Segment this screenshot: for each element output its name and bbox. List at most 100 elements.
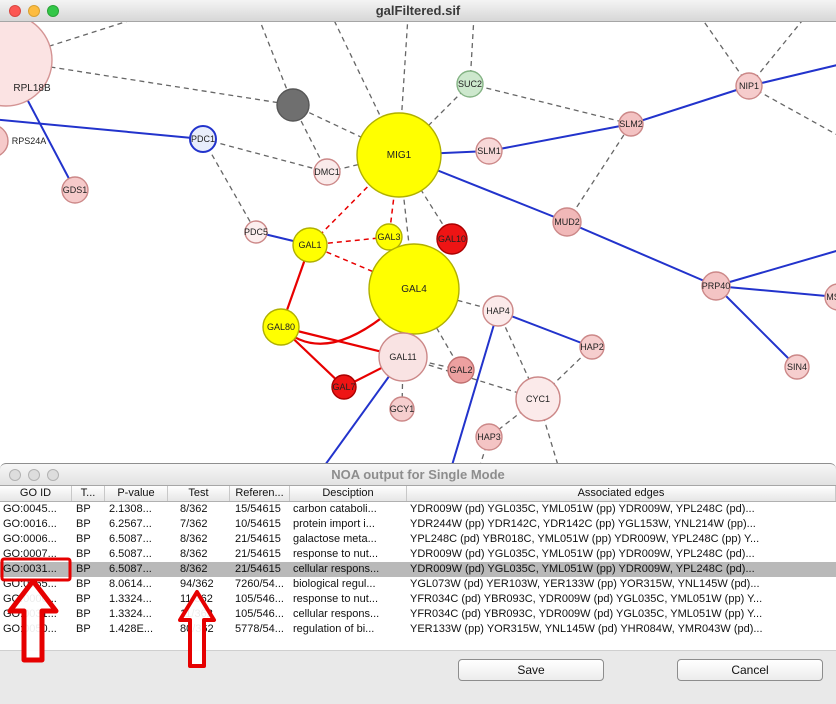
table-cell: response to nut... [290, 547, 407, 562]
table-cell: 21/54615 [230, 547, 290, 562]
table-cell: YGL073W (pd) YER103W, YER133W (pp) YOR31… [407, 577, 836, 592]
table-row[interactable]: GO:0006...BP6.5087...8/36221/54615galact… [0, 532, 836, 547]
table-row[interactable]: GO:0045...BP2.1308...8/36215/54615carbon… [0, 502, 836, 517]
table-cell: 5778/54... [230, 622, 290, 637]
minimize-button[interactable] [28, 469, 40, 481]
table-cell: BP [72, 517, 105, 532]
table-cell: 8/362 [168, 562, 230, 577]
network-window-titlebar[interactable]: galFiltered.sif [0, 0, 836, 22]
table-cell: 105/546... [230, 607, 290, 622]
close-button[interactable] [9, 469, 21, 481]
minimize-button[interactable] [28, 5, 40, 17]
results-table-header: GO IDT...P-valueTestReferen...Desciption… [0, 486, 836, 502]
table-cell: 6.2567... [105, 517, 168, 532]
table-row[interactable]: GO:0031...BP6.5087...8/36221/54615cellul… [0, 562, 836, 577]
table-cell: biological regul... [290, 577, 407, 592]
table-cell: 10/54615 [230, 517, 290, 532]
table-row[interactable]: GO:0006...BP1.3324...11/362105/546...res… [0, 592, 836, 607]
table-cell: cellular respons... [290, 607, 407, 622]
graph-node-label: MSL1 [826, 292, 836, 302]
graph-node-label: GAL7 [332, 382, 355, 392]
table-cell: GO:0031... [0, 607, 72, 622]
table-cell: GO:0006... [0, 532, 72, 547]
zoom-button[interactable] [47, 469, 59, 481]
table-cell: 105/546... [230, 592, 290, 607]
graph-node-label: GAL80 [267, 322, 295, 332]
graph-edge [631, 86, 749, 124]
graph-node-label: GAL10 [438, 234, 466, 244]
column-header-5[interactable]: Desciption [290, 486, 407, 501]
table-cell: response to nut... [290, 592, 407, 607]
column-header-3[interactable]: Test [168, 486, 230, 501]
cancel-button[interactable]: Cancel [677, 659, 823, 681]
table-row[interactable]: GO:0050...BP1.428E...80/3625778/54...reg… [0, 622, 836, 637]
table-cell: 15/54615 [230, 502, 290, 517]
column-header-4[interactable]: Referen... [230, 486, 290, 501]
column-header-2[interactable]: P-value [105, 486, 168, 501]
table-cell: BP [72, 502, 105, 517]
graph-node-label: NIP1 [739, 81, 759, 91]
graph-node-label: RPL18B [13, 83, 51, 94]
graph-edge [716, 286, 797, 367]
table-cell: BP [72, 622, 105, 637]
network-view[interactable]: RPL18BRPS24APDC1GDS1MIG1SUC2SLM1SLM2NIP1… [0, 22, 836, 463]
graph-node-label: GDS1 [63, 185, 88, 195]
column-header-6[interactable]: Associated edges [407, 486, 836, 501]
table-cell: YDR244W (pp) YDR142C, YDR142C (pp) YGL15… [407, 517, 836, 532]
graph-node-rps24a[interactable] [0, 125, 8, 157]
graph-node-label: SLM2 [619, 119, 643, 129]
table-cell: 8/362 [168, 532, 230, 547]
graph-node-label: PRP40 [702, 281, 731, 291]
noa-footer: Save Cancel [0, 650, 836, 704]
noa-window-titlebar[interactable]: NOA output for Single Mode [0, 463, 836, 486]
table-row[interactable]: GO:0031...BP1.3324...11/362105/546...cel… [0, 607, 836, 622]
graph-edge [489, 124, 631, 151]
graph-edge [203, 139, 327, 172]
table-cell: 11/362 [168, 607, 230, 622]
graph-node-label: GAL4 [401, 284, 427, 295]
table-row[interactable]: GO:0007...BP6.5087...8/36221/54615respon… [0, 547, 836, 562]
table-cell: 7/362 [168, 517, 230, 532]
table-cell: 6.5087... [105, 547, 168, 562]
graph-node-label: DMC1 [314, 167, 340, 177]
zoom-button[interactable] [47, 5, 59, 17]
close-button[interactable] [9, 5, 21, 17]
results-table[interactable]: GO:0045...BP2.1308...8/36215/54615carbon… [0, 502, 836, 650]
graph-node-label: GAL11 [389, 352, 416, 362]
table-cell: GO:0031... [0, 562, 72, 577]
table-cell: GO:0045... [0, 502, 72, 517]
graph-node-gray1[interactable] [277, 89, 309, 121]
save-button[interactable]: Save [458, 659, 604, 681]
table-cell: BP [72, 532, 105, 547]
graph-node-label: SIN4 [787, 362, 807, 372]
column-header-1[interactable]: T... [72, 486, 105, 501]
window-controls [9, 5, 59, 17]
table-cell: 7260/54... [230, 577, 290, 592]
table-cell: YER133W (pp) YOR315W, YNL145W (pd) YHR08… [407, 622, 836, 637]
table-cell: YDR009W (pd) YGL035C, YML051W (pp) YDR00… [407, 502, 836, 517]
table-cell: 11/362 [168, 592, 230, 607]
table-cell: YFR034C (pd) YBR093C, YDR009W (pd) YGL03… [407, 592, 836, 607]
table-cell: BP [72, 607, 105, 622]
graph-node-label: HAP3 [477, 432, 501, 442]
graph-node-label: CYC1 [526, 394, 550, 404]
table-cell: 6.5087... [105, 562, 168, 577]
table-row[interactable]: GO:0016...BP6.2567...7/36210/54615protei… [0, 517, 836, 532]
graph-node-label: RPS24A [12, 136, 47, 146]
table-cell: GO:0007... [0, 547, 72, 562]
graph-node-label: GAL3 [377, 232, 400, 242]
graph-node-label: PDC1 [191, 134, 215, 144]
graph-node-label: HAP4 [486, 306, 510, 316]
column-header-0[interactable]: GO ID [0, 486, 72, 501]
table-cell: BP [72, 547, 105, 562]
table-row[interactable]: GO:0065...BP8.0614...94/3627260/54...bio… [0, 577, 836, 592]
table-cell: galactose meta... [290, 532, 407, 547]
graph-node-label: MIG1 [387, 150, 412, 161]
table-cell: YDR009W (pd) YGL035C, YML051W (pp) YDR00… [407, 547, 836, 562]
table-cell: cellular respons... [290, 562, 407, 577]
graph-node-label: GAL1 [298, 240, 321, 250]
network-canvas[interactable]: RPL18BRPS24APDC1GDS1MIG1SUC2SLM1SLM2NIP1… [0, 22, 836, 463]
table-cell: 1.3324... [105, 592, 168, 607]
table-cell: 8/362 [168, 502, 230, 517]
graph-node-label: GCY1 [390, 404, 415, 414]
